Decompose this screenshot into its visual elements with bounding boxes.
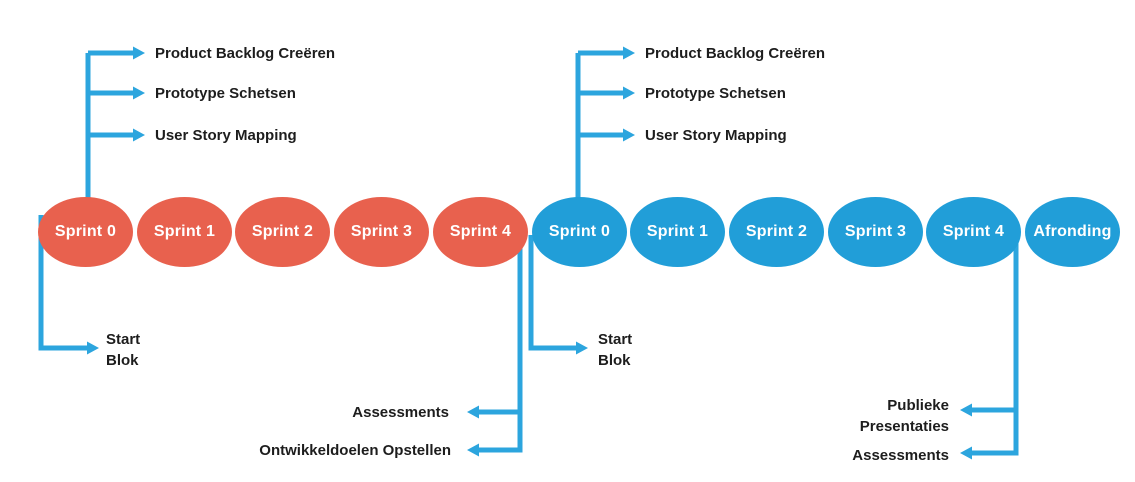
circle-block1-sprint-0: Sprint 0	[38, 197, 133, 267]
circle-block1-sprint-3: Sprint 3	[334, 197, 429, 267]
block2-task-arrows	[575, 46, 635, 208]
circle-block1-sprint-4: Sprint 4	[433, 197, 528, 267]
label-prototype-schetsen-1: Prototype Schetsen	[155, 85, 296, 102]
circle-afronding: Afronding	[1025, 197, 1120, 267]
circle-block1-sprint-1: Sprint 1	[137, 197, 232, 267]
block2-end-arrows	[960, 235, 1019, 460]
label-ontwikkeldoelen-opstellen: Ontwikkeldoelen Opstellen	[259, 442, 451, 459]
block2-start-arrow	[528, 235, 588, 355]
label-user-story-mapping-1: User Story Mapping	[155, 127, 297, 144]
circle-block2-sprint-0: Sprint 0	[532, 197, 627, 267]
circle-block2-sprint-3: Sprint 3	[828, 197, 923, 267]
label-start-blok-1: Start Blok	[106, 331, 141, 369]
block1-start-arrow	[38, 215, 99, 355]
circle-block1-sprint-2: Sprint 2	[235, 197, 330, 267]
label-assessments-2: Assessments	[852, 447, 949, 464]
label-assessments-1: Assessments	[352, 404, 449, 421]
label-product-backlog-2: Product Backlog Creëren	[645, 45, 826, 62]
circle-block2-sprint-4: Sprint 4	[926, 197, 1021, 267]
circle-block2-sprint-2: Sprint 2	[729, 197, 824, 267]
label-prototype-schetsen-2: Prototype Schetsen	[645, 85, 786, 102]
label-start-blok-2: Start Blok	[598, 331, 633, 369]
circle-block2-sprint-1: Sprint 1	[630, 197, 725, 267]
label-user-story-mapping-2: User Story Mapping	[645, 127, 787, 144]
label-product-backlog-1: Product Backlog Creëren	[155, 45, 336, 62]
label-publieke-presentaties: Publieke Presentaties	[859, 397, 949, 435]
block1-task-arrows	[85, 46, 145, 208]
block1-end-arrows	[467, 235, 523, 457]
